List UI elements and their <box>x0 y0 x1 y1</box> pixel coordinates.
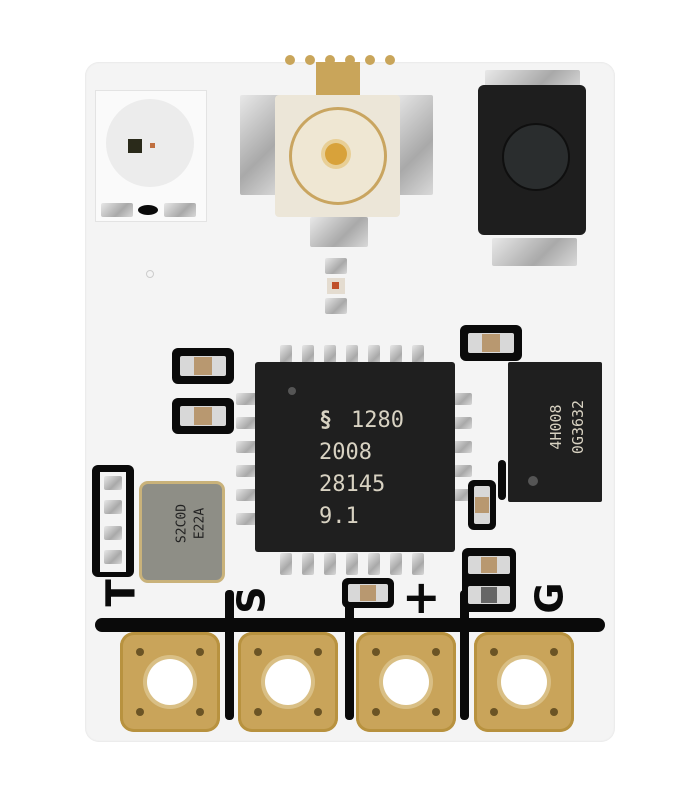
capacitor <box>474 486 490 524</box>
button-bottom-pad <box>492 238 577 266</box>
side-chip: 4H008 0G3632 <box>508 362 602 502</box>
capacitor <box>468 556 510 574</box>
mounting-dot <box>146 270 154 278</box>
button-cap-icon <box>502 123 570 191</box>
pin1-dot-icon <box>288 387 296 395</box>
crystal-oscillator: S2C0D E22A <box>142 484 222 580</box>
silk-divider <box>460 590 469 720</box>
solder-pad-2[interactable] <box>238 632 338 732</box>
silk-divider <box>345 590 354 720</box>
connector-ground-pad <box>310 217 368 247</box>
status-led <box>327 278 345 294</box>
silk-label-plus: + <box>402 570 441 624</box>
tactile-button[interactable] <box>478 85 586 235</box>
solder-pad-1[interactable] <box>120 632 220 732</box>
chip-pins <box>236 345 472 575</box>
crystal-line-2: E22A <box>192 507 208 540</box>
capacitor <box>468 333 514 353</box>
crystal-line-1: S2C0D <box>174 503 190 544</box>
edge-fingers <box>285 55 395 67</box>
through-hole <box>383 659 429 705</box>
resistor <box>468 586 510 604</box>
main-rf-chip: § 1280 2008 28145 9.1 <box>255 362 455 552</box>
small-led-pad-top <box>325 258 347 274</box>
chip-line-3: 28145 <box>319 472 386 497</box>
silk-mark <box>498 460 506 500</box>
chip-logo-icon: § <box>319 408 333 433</box>
capacitor <box>348 584 388 602</box>
chip-line-4: 9.1 <box>319 504 359 529</box>
chip-line-2: 2008 <box>319 440 372 465</box>
capacitor <box>180 406 226 426</box>
side-chip-line-1: 4H008 <box>547 404 565 450</box>
u-fl-connector[interactable] <box>275 95 400 217</box>
resistor <box>180 356 226 376</box>
side-chip-line-2: 0G3632 <box>569 399 587 455</box>
chip-line-1: 1280 <box>351 408 404 433</box>
silk-divider <box>225 590 234 720</box>
through-hole <box>501 659 547 705</box>
solder-pad-4[interactable] <box>474 632 574 732</box>
silk-label-s: S <box>229 586 274 614</box>
small-led-pad-bottom <box>325 298 347 314</box>
solder-pads-column <box>100 472 126 572</box>
pin1-dot-icon <box>528 476 538 486</box>
led-die-icon <box>128 139 142 153</box>
connector-pad-left <box>240 95 280 195</box>
through-hole <box>147 659 193 705</box>
silk-label-t: T <box>98 579 145 607</box>
antenna-trace <box>316 62 360 96</box>
rgb-led <box>95 90 207 222</box>
solder-pad-3[interactable] <box>356 632 456 732</box>
through-hole <box>265 659 311 705</box>
connector-pin-icon <box>325 143 347 165</box>
silk-label-g: G <box>527 582 572 614</box>
